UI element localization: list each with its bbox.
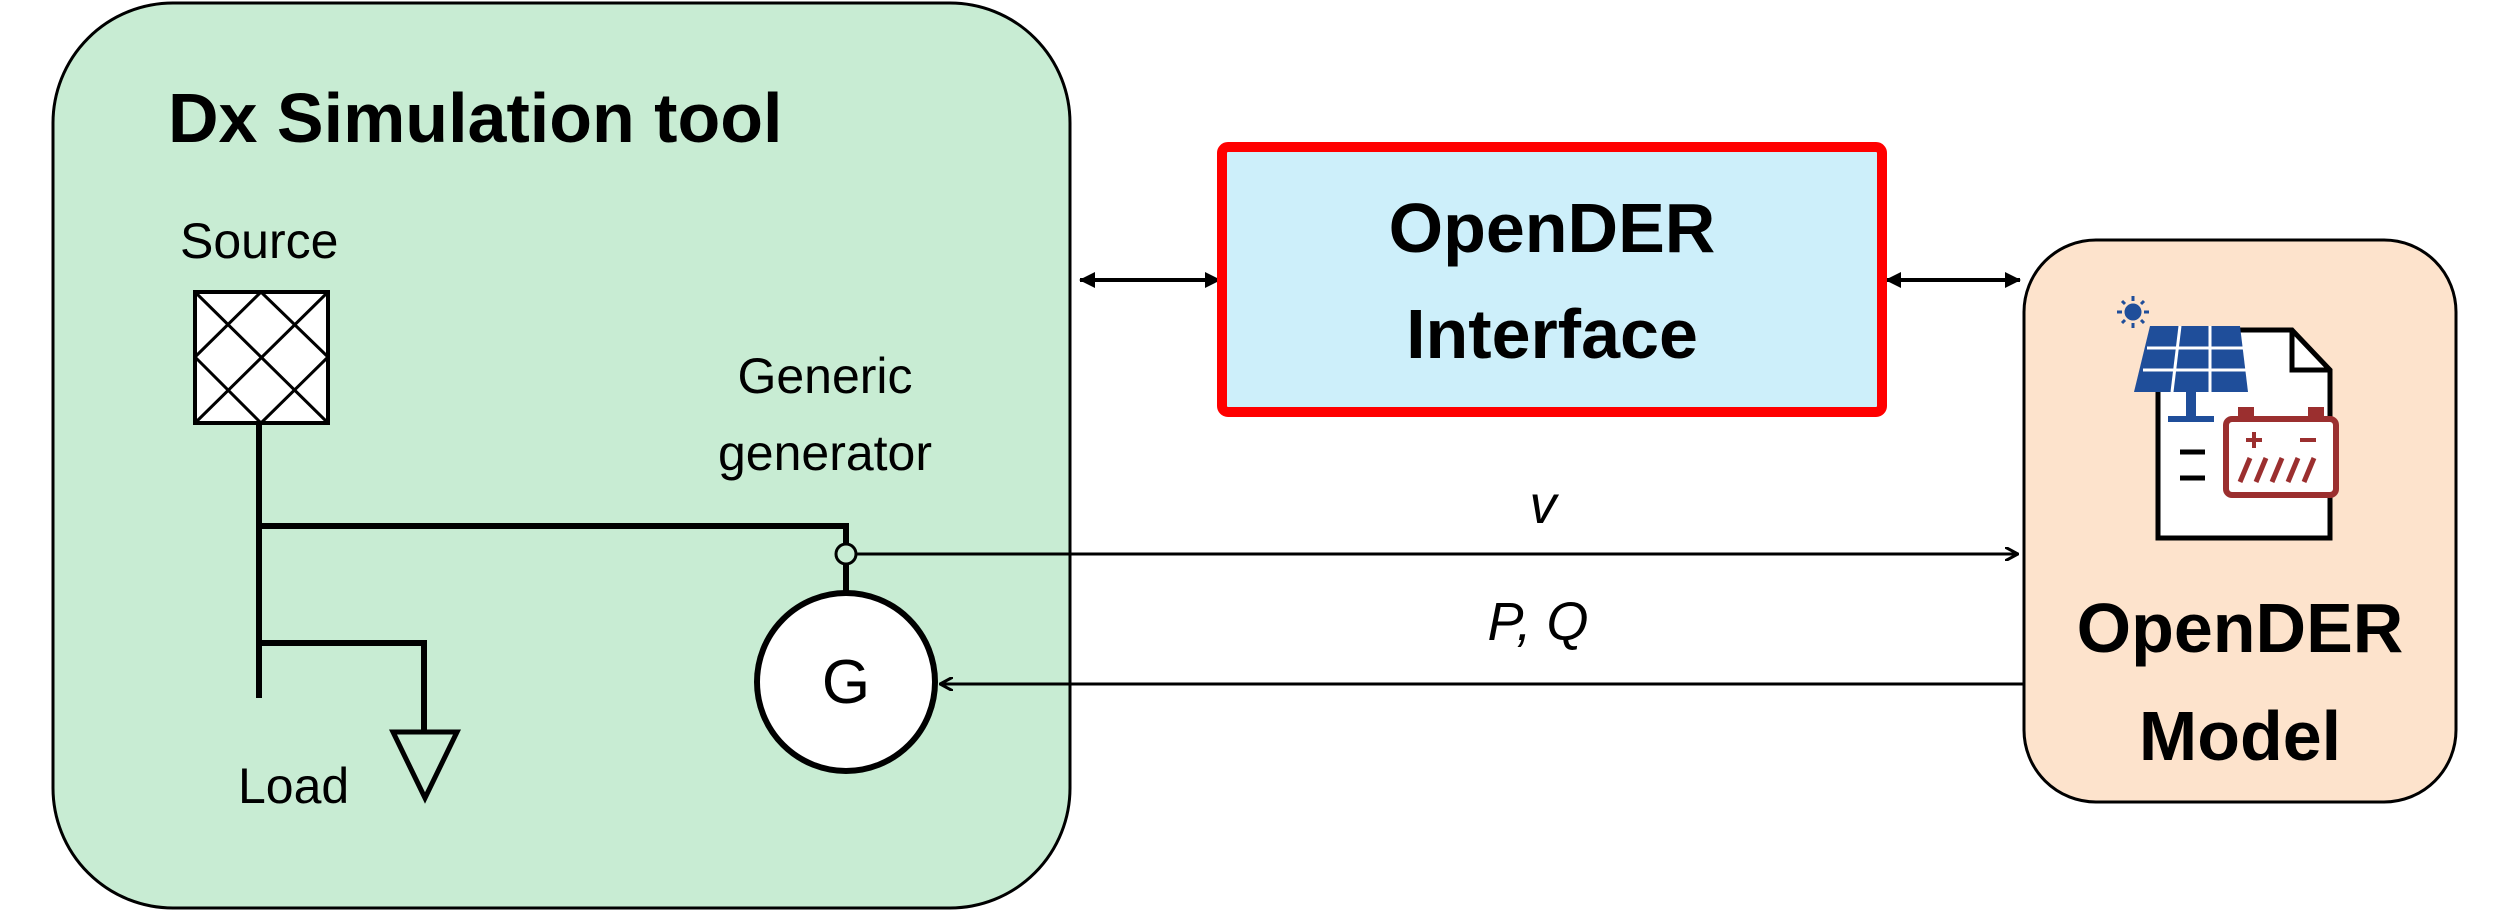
model-title-line1: OpenDER: [2077, 589, 2404, 667]
generator-symbol: G: [822, 648, 870, 717]
interface-title-line2: Interface: [1406, 295, 1698, 373]
generator-icon: G: [754, 590, 938, 774]
simulation-tool-panel: Dx Simulation tool Source Load Generic g…: [51, 1, 1072, 910]
interface-box: [1217, 142, 1887, 417]
model-title-line2: Model: [2139, 697, 2341, 775]
generator-label-line2: generator: [718, 425, 932, 481]
battery-icon: [2223, 407, 2339, 498]
model-panel: OpenDER Model: [2022, 238, 2458, 804]
interface-panel: OpenDER Interface: [1217, 142, 1887, 417]
sun-icon: [2117, 296, 2149, 328]
voltage-label: v: [1530, 475, 1560, 535]
load-icon: [389, 729, 461, 804]
bus-lines: [256, 423, 849, 732]
measurement-point-icon: [834, 542, 858, 566]
interface-title-line1: OpenDER: [1389, 189, 1716, 267]
source-icon: [193, 290, 330, 425]
load-label: Load: [238, 758, 349, 814]
source-label: Source: [180, 213, 338, 269]
solar-panel-icon: [2134, 325, 2248, 422]
generator-label-line1: Generic: [737, 348, 912, 404]
simulation-tool-title: Dx Simulation tool: [168, 79, 782, 157]
power-label: P, Q: [1487, 592, 1588, 652]
